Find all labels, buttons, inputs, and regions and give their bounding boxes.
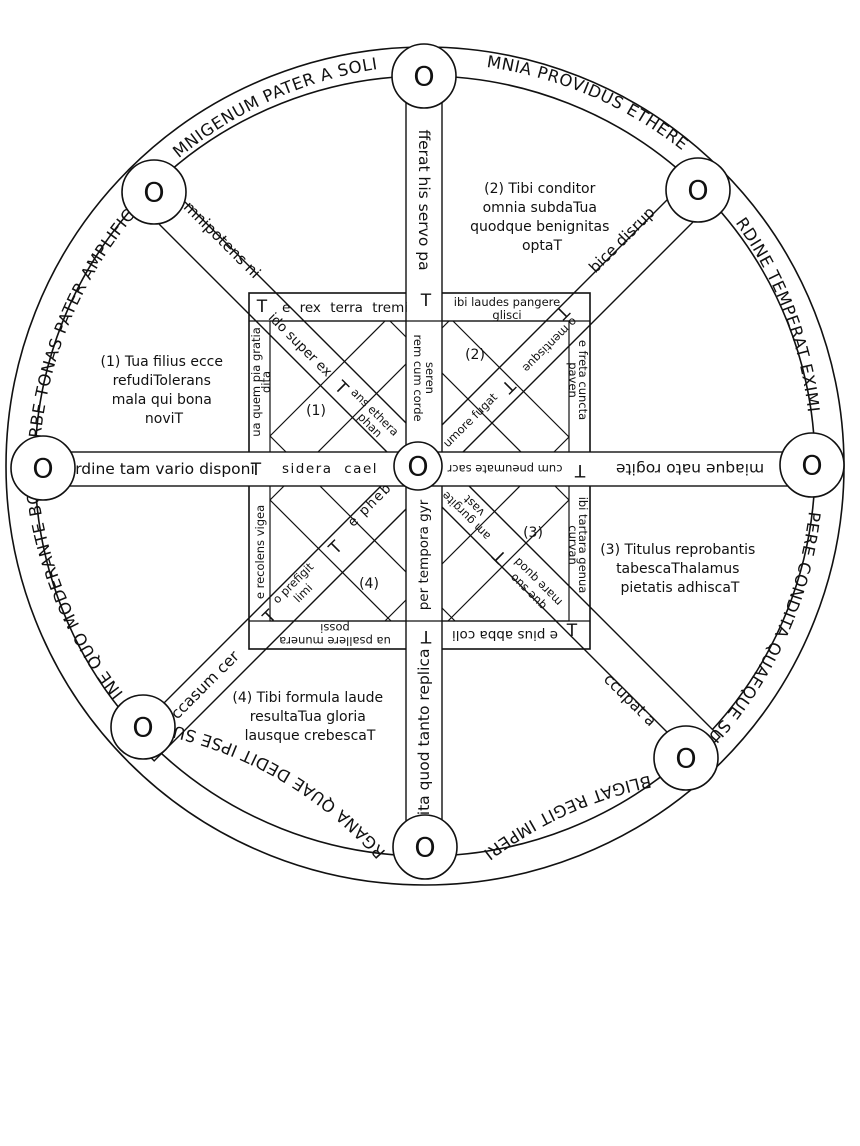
square-right-top-1: e freta cuncta: [576, 340, 590, 420]
inner-west: sidera cael: [282, 461, 378, 477]
ring-text-top-right: MNIA PROVIDUS ETHERE: [486, 52, 692, 154]
rim-node-letter-nw: O: [143, 178, 164, 209]
number-markers: (1) (2) (3) (4): [306, 347, 543, 592]
verse-4: (4) Tibi formula laude resultaTua gloria…: [232, 690, 387, 744]
rim-node-letter-s: O: [414, 833, 435, 864]
marker-4: (4): [359, 576, 379, 592]
t-marker: T: [420, 291, 432, 311]
t-marker: T: [574, 460, 586, 480]
rim-node-letter-sw: O: [132, 713, 153, 744]
rim-node-letter-w: O: [32, 454, 53, 485]
t-marker: T: [566, 621, 578, 641]
ring-text-top-left: MNIGENUM PATER A SOLI: [169, 54, 379, 161]
square-left-bottom: e recolens vigea: [253, 505, 267, 599]
verse-2: (2) Tibi conditor omnia subdaTua quodque…: [470, 181, 614, 254]
t-marker: T: [250, 460, 262, 480]
square-bottom-left-1: ua psallere munera: [279, 634, 391, 648]
marker-3: (3): [523, 525, 543, 541]
rim-node-letter-ne: O: [687, 176, 708, 207]
spoke-text-west: rdine tam vario disponi: [75, 460, 255, 478]
square-right-bottom-2: curvan: [566, 525, 580, 564]
quadrant-verses: (1) Tua filius ecce refudiTolerans mala …: [101, 181, 760, 744]
square-right-bottom-1: ibi tartara genua: [576, 497, 590, 594]
center-node-letter: O: [407, 452, 428, 483]
square-left-top-1: ua quem pia gratia: [249, 327, 263, 437]
ring-text-left-lower: MINE QUO MODERANTE BON: [0, 0, 127, 703]
square-bottom-left-2: possi: [320, 621, 350, 635]
square-bottom-right: e pius abba coli: [452, 627, 558, 643]
square-right-top-2: paven: [566, 362, 580, 398]
verse-1: (1) Tua filius ecce refudiTolerans mala …: [101, 354, 228, 427]
inner-north-2: seren: [423, 362, 437, 394]
square-inscriptions: e rex terra tremi ibi laudes pangere gli…: [249, 295, 590, 648]
rim-node-letter-e: O: [801, 451, 822, 482]
spoke-text-north: fferat his servo pa: [415, 129, 433, 270]
inner-east: cum pneumate sacr: [447, 462, 562, 476]
t-marker: T: [420, 626, 432, 646]
verse-3: (3) Titulus reprobantis tabescaThalamus …: [600, 542, 760, 596]
inner-south: per tempora gyr: [416, 499, 432, 610]
center-node: [393, 441, 443, 491]
square-left-top-2: dita: [259, 371, 273, 393]
ring-text-right-upper: RDINE TEMPERAT EXIMI: [732, 214, 823, 414]
rim-nodes: O O O O O O O O: [10, 43, 845, 880]
spoke-text-sw: ccasum cer: [167, 647, 243, 723]
square-top-left: e rex terra tremi: [282, 300, 408, 316]
spoke-text-south: rbita quod tanto replica: [415, 649, 433, 832]
square-top-right-1: ibi laudes pangere: [454, 295, 560, 309]
square-top-right-2: glisci: [492, 308, 521, 322]
marker-1: (1): [306, 403, 326, 419]
t-marker: T: [256, 297, 268, 317]
rim-node-letter-se: O: [675, 744, 696, 775]
spoke-text-east: miaque nato rogite: [616, 460, 764, 478]
rim-node-letter-n: O: [413, 62, 434, 93]
inner-north-1: rem cum corde: [411, 334, 425, 421]
ring-text-bottom-right: BLIGAT REGIT IMPERI: [480, 772, 653, 864]
marker-2: (2): [465, 347, 485, 363]
